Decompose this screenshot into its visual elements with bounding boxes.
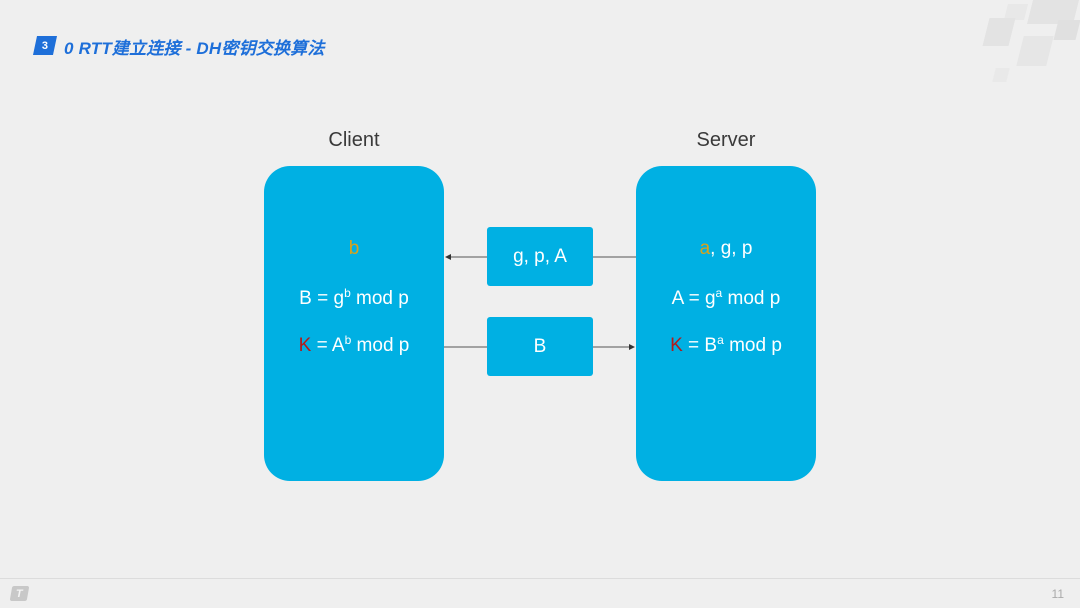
server-heading: Server (696, 129, 756, 151)
client-panel: b B = gb mod p K = Ab mod p (264, 166, 444, 481)
logo-icon: T (9, 586, 30, 601)
message-to-client: g, p, A (487, 227, 593, 286)
page-number: 11 (1051, 587, 1064, 601)
shared-key-symbol: K (670, 335, 683, 356)
slide-title: 0 RTT建立连接 - DH密钥交换算法 (64, 39, 325, 58)
server-params: a, g, p (699, 238, 753, 259)
server-panel: a, g, p A = ga mod p K = Ba mod p (636, 166, 816, 481)
server-shared-key-formula: K = Ba mod p (670, 333, 782, 356)
server-secret: a (699, 238, 711, 259)
client-shared-key-formula: K = Ab mod p (298, 333, 410, 356)
client-public-key-formula: B = gb mod p (299, 286, 409, 309)
server-public-key-formula: A = ga mod p (671, 286, 781, 309)
client-heading: Client (328, 129, 380, 151)
message-to-server: B (487, 317, 593, 376)
shared-key-symbol: K (298, 335, 312, 356)
footer-divider (0, 578, 1080, 579)
client-secret: b (348, 238, 360, 259)
